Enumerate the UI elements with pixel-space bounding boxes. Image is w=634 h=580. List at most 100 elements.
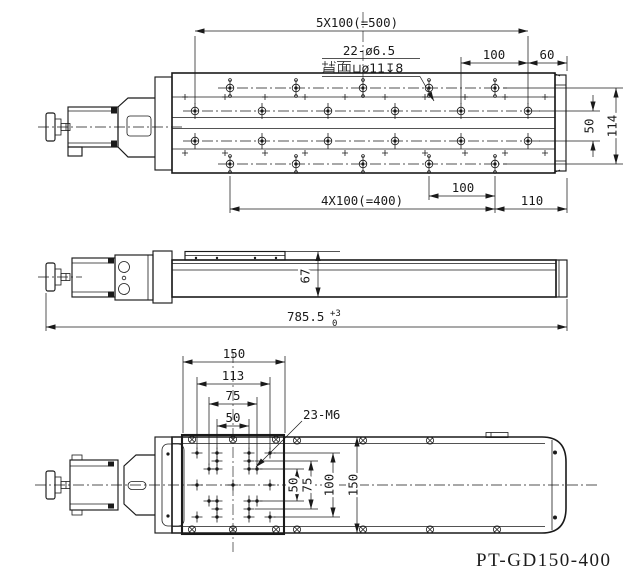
screw bbox=[271, 435, 280, 444]
screw bbox=[425, 436, 434, 445]
dim-length-tol-upper: +3 bbox=[330, 309, 341, 319]
counterbore-hole bbox=[523, 106, 533, 116]
counterbore-hole bbox=[390, 106, 400, 116]
left-end-plate bbox=[154, 76, 173, 171]
counterbore-hole bbox=[358, 83, 368, 93]
pilot-dot bbox=[427, 154, 431, 158]
coupling-housing bbox=[123, 454, 155, 516]
hole-center bbox=[294, 162, 298, 166]
right-end-cap bbox=[555, 259, 568, 298]
m6-hole bbox=[247, 515, 251, 519]
hole-center bbox=[193, 109, 197, 113]
counterbore-hole bbox=[424, 159, 434, 169]
counterbore-hole bbox=[490, 159, 500, 169]
screw-slot bbox=[427, 526, 433, 533]
base-rail bbox=[171, 259, 557, 298]
pilot-dot bbox=[294, 78, 298, 82]
end-plate-inner bbox=[161, 443, 185, 527]
m6-hole bbox=[215, 507, 219, 511]
dim-100-right-label: 100 bbox=[322, 474, 337, 496]
screw bbox=[187, 525, 196, 534]
center-mark bbox=[502, 150, 508, 156]
screw-slot bbox=[360, 526, 366, 533]
center-mark bbox=[262, 150, 268, 156]
hole-center bbox=[393, 139, 397, 143]
m6-hole bbox=[247, 499, 251, 503]
pilot-dot bbox=[361, 94, 365, 98]
pilot-dot bbox=[294, 94, 298, 98]
bottom-view: 150 113 75 50 23-M6 50 75 100 150 bbox=[35, 346, 600, 552]
dim-114-vertical-label: 114 bbox=[605, 115, 620, 137]
screw bbox=[492, 525, 501, 534]
dim-110-label: 110 bbox=[521, 193, 543, 208]
hole-center bbox=[361, 162, 365, 166]
screw-slot bbox=[494, 526, 500, 533]
coupling-window bbox=[126, 115, 152, 137]
center-mark bbox=[342, 150, 348, 156]
counterbore-hole bbox=[323, 106, 333, 116]
m6-hole bbox=[268, 483, 272, 487]
coupling-screw bbox=[118, 283, 130, 295]
center-mark bbox=[422, 150, 428, 156]
screw-slot bbox=[230, 526, 236, 533]
part-number: PT-GD150-400 bbox=[476, 550, 612, 571]
counterbore-hole bbox=[523, 136, 533, 146]
note-leader-line bbox=[255, 420, 303, 468]
base-rail bbox=[171, 436, 567, 534]
screw-slot bbox=[427, 437, 433, 444]
center-mark bbox=[342, 94, 348, 100]
top-view: 5X100(=500) 100 60 50 114 100 4X100(=400… bbox=[38, 12, 623, 213]
center-mark bbox=[262, 94, 268, 100]
dim-50-top-label: 50 bbox=[226, 410, 241, 425]
m6-hole bbox=[247, 507, 251, 511]
counterbore-hole bbox=[291, 159, 301, 169]
screw bbox=[292, 525, 301, 534]
counterbore-hole bbox=[225, 159, 235, 169]
pilot-dot bbox=[361, 154, 365, 158]
hole-center bbox=[326, 139, 330, 143]
counterbore-hole bbox=[225, 83, 235, 93]
top-view-holes bbox=[182, 78, 548, 174]
counterbore-hole bbox=[257, 106, 267, 116]
dim-5x100-label: 5X100(=500) bbox=[316, 15, 398, 30]
center-mark bbox=[182, 150, 188, 156]
screw bbox=[187, 435, 196, 444]
pilot-dot bbox=[427, 78, 431, 82]
dim-100-top-label: 100 bbox=[483, 47, 505, 62]
m6-hole bbox=[255, 467, 259, 471]
hole-center bbox=[459, 109, 463, 113]
screw-slot bbox=[230, 436, 236, 443]
counterbore-hole bbox=[257, 136, 267, 146]
screw-slot bbox=[294, 526, 300, 533]
m6-hole bbox=[195, 515, 199, 519]
dim-113-label: 113 bbox=[222, 368, 244, 383]
screw bbox=[358, 525, 367, 534]
hole-center bbox=[260, 109, 264, 113]
hole-center bbox=[427, 162, 431, 166]
hole-center bbox=[459, 139, 463, 143]
coupling-slot bbox=[127, 481, 147, 490]
pilot-dot bbox=[228, 170, 232, 174]
center-mark bbox=[382, 94, 388, 100]
side-view: 67 785.5 +3 0 bbox=[38, 250, 568, 331]
screw bbox=[228, 525, 237, 534]
screw-slot bbox=[189, 526, 195, 533]
center-mark bbox=[542, 94, 548, 100]
dim-length-tol-lower: 0 bbox=[332, 319, 337, 329]
hole-center bbox=[326, 109, 330, 113]
thread-note-label: 23-M6 bbox=[303, 407, 340, 422]
carriage-table-plate bbox=[180, 433, 286, 536]
pilot-dot bbox=[294, 154, 298, 158]
hole-center bbox=[526, 139, 530, 143]
counterbore-hole bbox=[490, 83, 500, 93]
m6-hole bbox=[255, 499, 259, 503]
m6-hole bbox=[215, 459, 219, 463]
m6-hole bbox=[215, 515, 219, 519]
hole-center bbox=[294, 86, 298, 90]
dim-100-bottom-label: 100 bbox=[452, 180, 474, 195]
sensor-tab bbox=[485, 432, 509, 438]
m6-hole bbox=[207, 467, 211, 471]
dim-150-top-label: 150 bbox=[223, 346, 245, 361]
